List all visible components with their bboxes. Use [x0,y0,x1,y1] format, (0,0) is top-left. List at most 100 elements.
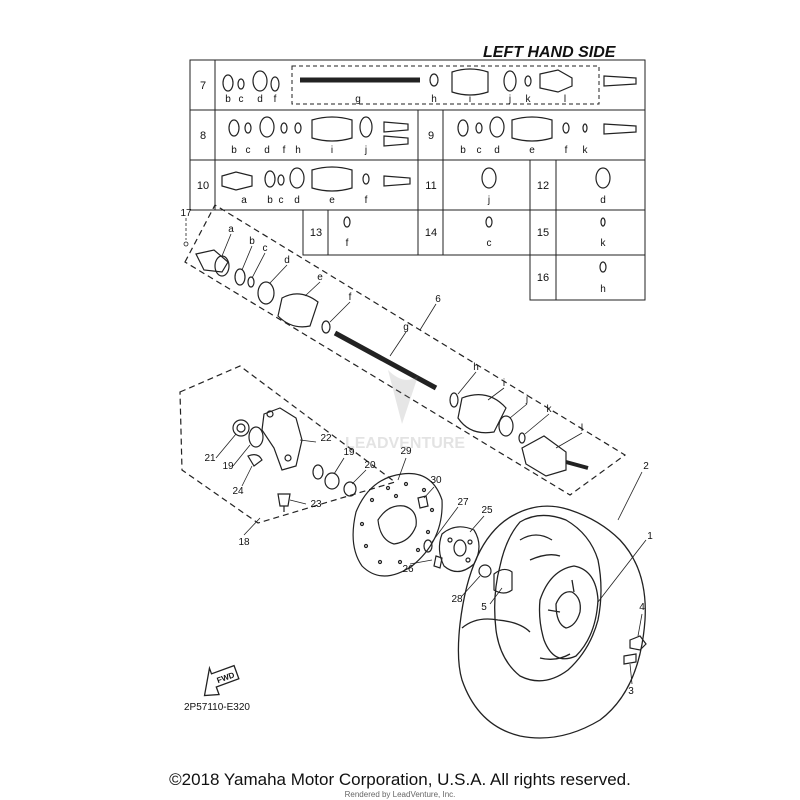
row-10-letter: b [267,195,273,206]
row-9-letter: b [460,145,466,156]
row-13-letter: f [346,238,349,249]
row-8-letter: b [231,145,237,156]
bolt-30 [417,495,429,509]
ref-14: 14 [425,227,437,239]
axle-letter: i [503,378,505,389]
row-8-letter: h [295,145,301,156]
axle-letter: a [228,224,234,235]
row-16-letter: h [600,284,606,295]
leader-17 [183,218,189,247]
callout-6: 6 [435,294,441,305]
callout-19b: 19 [343,447,355,458]
callout-26: 26 [402,564,414,575]
watermark-text: LEADVENTURE [345,435,465,452]
kit-table [189,59,646,301]
row-7-letter: b [225,94,231,105]
axle-letter: f [349,292,352,303]
callout-25: 25 [481,505,493,516]
callout-21: 21 [204,453,216,464]
row-10-letter: e [329,195,335,206]
callout-18: 18 [238,537,250,548]
watermark: LEADVENTURE [345,370,465,452]
callout-19a: 19 [222,461,234,472]
fwd-arrow: FWD [203,664,240,697]
table-ref-numbers: 7 8 9 10 11 12 13 14 15 16 [197,80,549,284]
row-10-parts [221,166,411,192]
callout-leaders [215,303,647,685]
callout-1: 1 [647,531,653,542]
row-8-letter: i [331,145,333,156]
row-11-letter: j [487,195,490,206]
ref-7: 7 [200,80,206,92]
row-8-letters: b c d f h i j [231,145,367,156]
diagram-title: LEFT HAND SIDE [483,44,617,61]
row-9-letter: k [583,145,589,156]
row-15-letter: k [601,238,607,249]
callout-28: 28 [451,594,463,605]
ref-11: 11 [425,180,436,192]
ref-15: 15 [537,227,549,239]
row-9-letter: c [477,145,482,156]
axle-letter: g [403,322,409,333]
row-7-letter: g [355,94,361,105]
row-8-letter: c [246,145,251,156]
axle-nut-and-cap [478,564,513,594]
callout-2: 2 [643,461,649,472]
row-10-letters: a b c d e f [241,195,367,206]
drive-axle-assembly [184,204,627,496]
row-7-letter: j [508,94,511,105]
row-12-letter: d [600,195,606,206]
ref-13: 13 [310,227,322,239]
row-10-letter: f [365,195,368,206]
ref-12: 12 [537,180,549,192]
row-8-letter: j [364,145,367,156]
callout-4: 4 [639,602,645,613]
row-7-parts [222,68,637,96]
row-7-letter: h [431,94,437,105]
row-7-letter: i [469,94,471,105]
row-7-letter: f [274,94,277,105]
ref-16: 16 [537,272,549,284]
callout-5: 5 [481,602,487,613]
axle-letter: j [525,394,528,405]
row-14-letter: c [487,238,492,249]
rendered-by-note: Rendered by LeadVenture, Inc. [344,790,456,799]
wheel-nut-and-stud [623,635,647,665]
row-8-letter: d [264,145,270,156]
axle-letter: l [581,423,583,434]
row-7-letter: c [239,94,244,105]
axle-letter: d [284,255,290,266]
row-9-parts [457,116,637,142]
ref-9: 9 [428,130,434,142]
axle-letter: e [317,272,323,283]
callout-30: 30 [430,475,442,486]
diagram-code: 2P57110-E320 [184,702,250,713]
row-8-letter: f [283,145,286,156]
knuckle-assembly [179,365,397,524]
row-7-letter: k [526,94,532,105]
copyright-footer: ©2018 Yamaha Motor Corporation, U.S.A. A… [169,770,631,789]
brake-disc [352,472,443,577]
row-9-letter: e [529,145,535,156]
tire-and-wheel [457,505,646,739]
callout-numbers: 1 2 3 4 5 6 17 18 19 19 20 21 22 23 24 2… [180,208,653,697]
callout-17: 17 [180,208,192,219]
row-10-letter: c [279,195,284,206]
axle-letter: k [547,404,553,415]
single-part-letters: j d f c k h [346,195,607,295]
ref-8: 8 [200,130,206,142]
callout-20: 20 [364,460,376,471]
axle-letter: c [263,243,268,254]
callout-29: 29 [400,446,412,457]
callout-22: 22 [320,433,332,444]
row-9-letter: f [565,145,568,156]
callout-24: 24 [232,486,244,497]
row-8-parts [228,116,409,147]
row-7-letter: d [257,94,263,105]
callout-23: 23 [310,499,322,510]
wheel-hub [423,526,480,573]
axle-letters: a b c d e f g h i j k l [228,224,583,434]
single-part-sketches [343,167,611,273]
